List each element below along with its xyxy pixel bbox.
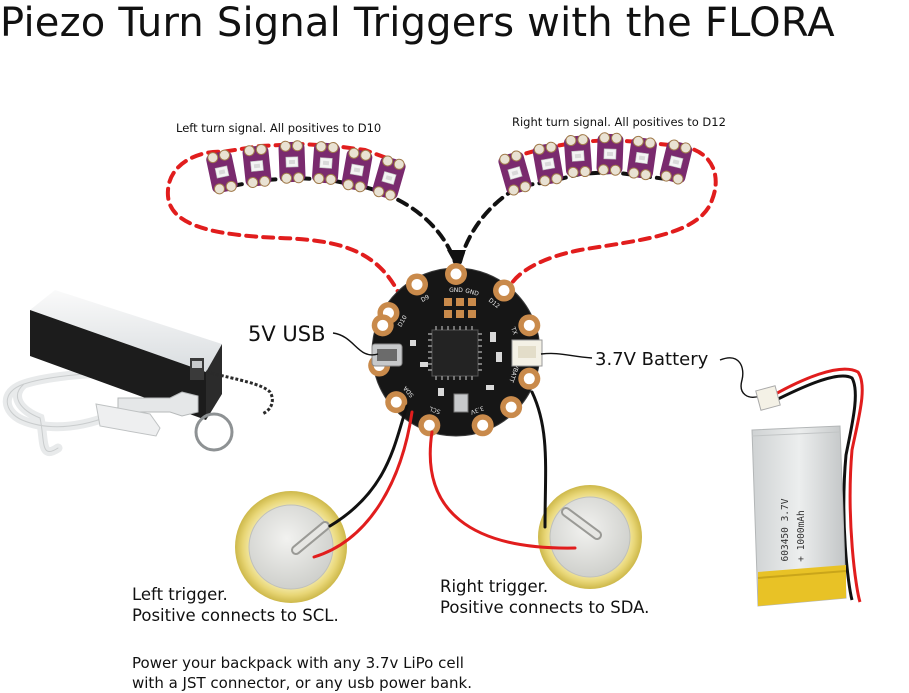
battery-label-line1: 603450 3.7V <box>780 498 791 561</box>
left-led-strip <box>206 140 406 201</box>
microcontroller-chip <box>431 329 479 377</box>
isp-header <box>444 298 476 318</box>
right-piezo <box>538 485 642 589</box>
pad-label: D9 <box>420 294 431 304</box>
power-switch <box>453 393 469 413</box>
pad-label: SCL <box>428 404 442 415</box>
power-caption-line1: Power your backpack with any 3.7v LiPo c… <box>132 654 464 672</box>
left-led-pixel-4 <box>312 141 340 185</box>
right-led-strip <box>498 132 693 196</box>
battery-callout-line <box>540 352 593 359</box>
right-led-pixel-2 <box>532 141 564 187</box>
right-piezo-ground-wire <box>530 390 548 529</box>
left-trigger-caption-line2: Positive connects to SCL. <box>132 606 339 625</box>
usb-callout-line <box>332 332 379 356</box>
left-led-pixel-3 <box>278 140 306 184</box>
battery-lead-callout-line <box>719 357 761 398</box>
right-piezo-positive-wire <box>428 430 577 550</box>
right-led-pixel-6 <box>659 139 693 185</box>
ground-arrow <box>447 250 466 268</box>
lipo-battery <box>751 367 864 607</box>
left-trigger-caption: Left trigger. Positive connects to SCL. <box>132 584 339 626</box>
left-piezo-ground-wire <box>328 404 409 528</box>
pad-label: GND <box>449 287 463 294</box>
right-trigger-caption-line2: Positive connects to SDA. <box>440 598 650 617</box>
battery-label-line2: + 1000mAh <box>796 510 807 561</box>
left-piezo-positive-wire <box>312 410 414 559</box>
right-led-pixel-4 <box>596 132 624 176</box>
left-strip-positive-wire <box>165 141 404 302</box>
right-led-pixel-3 <box>564 134 592 178</box>
right-led-pixel-5 <box>627 135 657 181</box>
right-trigger-caption: Right trigger. Positive connects to SDA. <box>440 576 649 618</box>
left-piezo <box>235 491 347 603</box>
usb-label: 5V USB <box>248 322 326 346</box>
usb-power-bank <box>2 290 274 457</box>
right-strip-label: Right turn signal. All positives to D12 <box>512 115 726 129</box>
power-caption: Power your backpack with any 3.7v LiPo c… <box>132 653 472 693</box>
battery-label: 3.7V Battery <box>595 349 709 370</box>
left-strip-label: Left turn signal. All positives to D10 <box>176 121 382 135</box>
right-trigger-caption-line1: Right trigger. <box>440 577 549 596</box>
right-led-pixel-1 <box>498 150 532 196</box>
pad-label: GND <box>464 287 479 297</box>
diagram-title: Piezo Turn Signal Triggers with the FLOR… <box>0 0 835 46</box>
right-strip-positive-wire <box>508 137 718 288</box>
left-strip-ground-wire <box>230 175 457 264</box>
left-led-pixel-6 <box>372 155 406 201</box>
left-led-pixel-5 <box>341 147 373 193</box>
left-led-pixel-1 <box>206 149 238 195</box>
pad-label: TX <box>509 325 519 336</box>
power-caption-line2: with a JST connector, or any usb power b… <box>132 674 472 692</box>
left-trigger-caption-line1: Left trigger. <box>132 585 228 604</box>
pad-label: 3.3V <box>469 404 485 416</box>
left-led-pixel-2 <box>242 143 272 189</box>
right-strip-ground-wire <box>458 169 677 264</box>
